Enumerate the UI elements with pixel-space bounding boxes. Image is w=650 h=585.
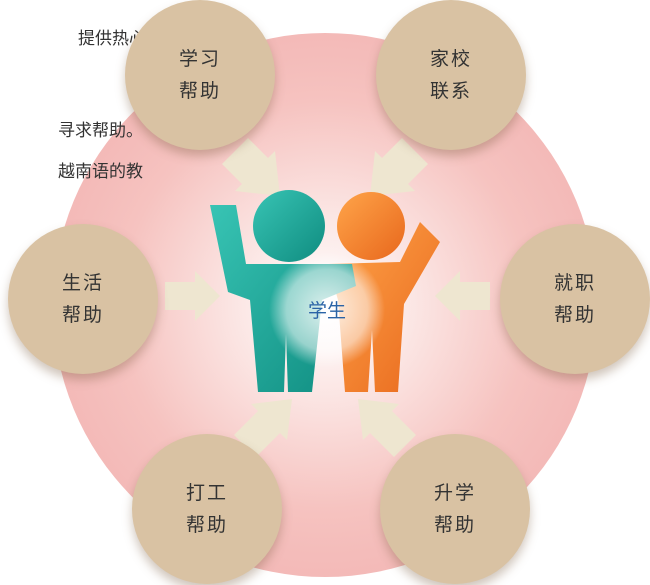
node-study-help: 学习 帮助 — [125, 0, 275, 150]
node-home-school-contact-line1: 家校 — [429, 48, 472, 70]
center-glow — [269, 252, 385, 368]
text-fragment-2: 寻求帮助。 — [58, 121, 143, 141]
node-job-help-line1: 就职 — [553, 272, 596, 294]
figure-left-head — [253, 190, 325, 262]
node-home-school-contact-line2: 联系 — [429, 80, 472, 102]
node-work-help-line1: 打工 — [185, 482, 228, 504]
figure-right-head — [337, 192, 405, 260]
node-job-help-line2: 帮助 — [553, 304, 596, 326]
node-work-help-line2: 帮助 — [185, 514, 228, 536]
arrows — [165, 138, 490, 457]
arrow-school — [358, 399, 416, 457]
arrow-home — [370, 138, 428, 196]
node-work-help: 打工 帮助 — [132, 434, 282, 584]
node-home-school-contact: 家校 联系 — [376, 0, 526, 150]
node-study-help-line1: 学习 — [178, 48, 221, 70]
center-label-student: 学生 — [307, 300, 346, 322]
arrow-life — [165, 271, 220, 321]
node-further-study-help: 升学 帮助 — [380, 434, 530, 584]
arrow-work — [234, 399, 292, 457]
node-further-study-help-line1: 升学 — [433, 482, 476, 504]
node-life-help-line2: 帮助 — [61, 304, 104, 326]
node-life-help: 生活 帮助 — [8, 224, 158, 374]
node-study-help-line2: 帮助 — [178, 80, 221, 102]
text-fragment-3: 越南语的教 — [58, 162, 143, 182]
arrow-job — [435, 271, 490, 321]
node-job-help: 就职 帮助 — [500, 224, 650, 374]
node-further-study-help-line2: 帮助 — [433, 514, 476, 536]
node-life-help-line1: 生活 — [61, 272, 104, 294]
arrow-study — [222, 138, 280, 196]
